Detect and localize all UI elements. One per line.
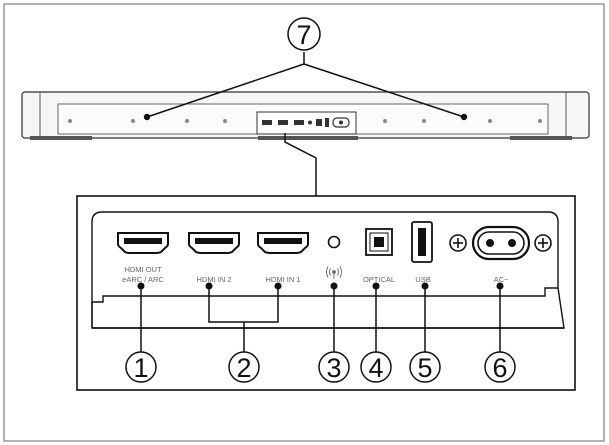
screw-icon: [488, 119, 492, 123]
hdmi-out-label: HDMI OUT: [124, 265, 161, 274]
screw-icon: [422, 119, 426, 123]
usb-port: [411, 221, 433, 263]
callout-2: 2: [228, 351, 260, 383]
callout-1-number: 1: [133, 353, 148, 383]
callout-4-number: 4: [368, 353, 383, 383]
screw-icon: [185, 119, 189, 123]
callout-4: 4: [360, 351, 392, 383]
callout-3: 3: [318, 351, 350, 383]
soundbar-body: [21, 91, 590, 140]
outer-frame: [3, 3, 605, 442]
zoom-leader: [284, 133, 317, 196]
wireless-antenna-icon: [326, 266, 342, 279]
hdmi-in-2-label: HDMI IN 2: [196, 275, 231, 284]
usb-label: USB: [415, 275, 430, 284]
callout-5: 5: [409, 351, 441, 383]
optical-label: OPTICAL: [363, 275, 395, 284]
callout-2-number: 2: [236, 353, 251, 383]
callout-1: 1: [125, 351, 157, 383]
screw-icon: [383, 119, 387, 123]
optical-port: [365, 228, 393, 256]
mini-port-panel: [256, 111, 357, 135]
hdmi-in-1-port: [257, 232, 309, 254]
callout-6: 6: [484, 351, 516, 383]
callout-6-number: 6: [492, 353, 507, 383]
callout-7: 7: [146, 17, 465, 118]
callout-3-number: 3: [326, 353, 341, 383]
ac-label: AC~: [494, 275, 509, 284]
screw-icon: [68, 119, 72, 123]
hdmi-out-arc-label: eARC / ARC: [122, 275, 164, 284]
ac-socket-icon: [449, 225, 552, 261]
callout-7-number: 7: [296, 20, 311, 50]
callout-leaders: [137, 282, 504, 352]
round-button: [327, 235, 341, 249]
hdmi-out-port: [117, 232, 169, 254]
hdmi-in-2-port: [188, 232, 240, 254]
hdmi-in-1-label: HDMI IN 1: [265, 275, 300, 284]
screw-icon: [131, 119, 135, 123]
screw-icon: [538, 119, 542, 123]
screw-icon: [223, 119, 227, 123]
callout-5-number: 5: [417, 353, 432, 383]
